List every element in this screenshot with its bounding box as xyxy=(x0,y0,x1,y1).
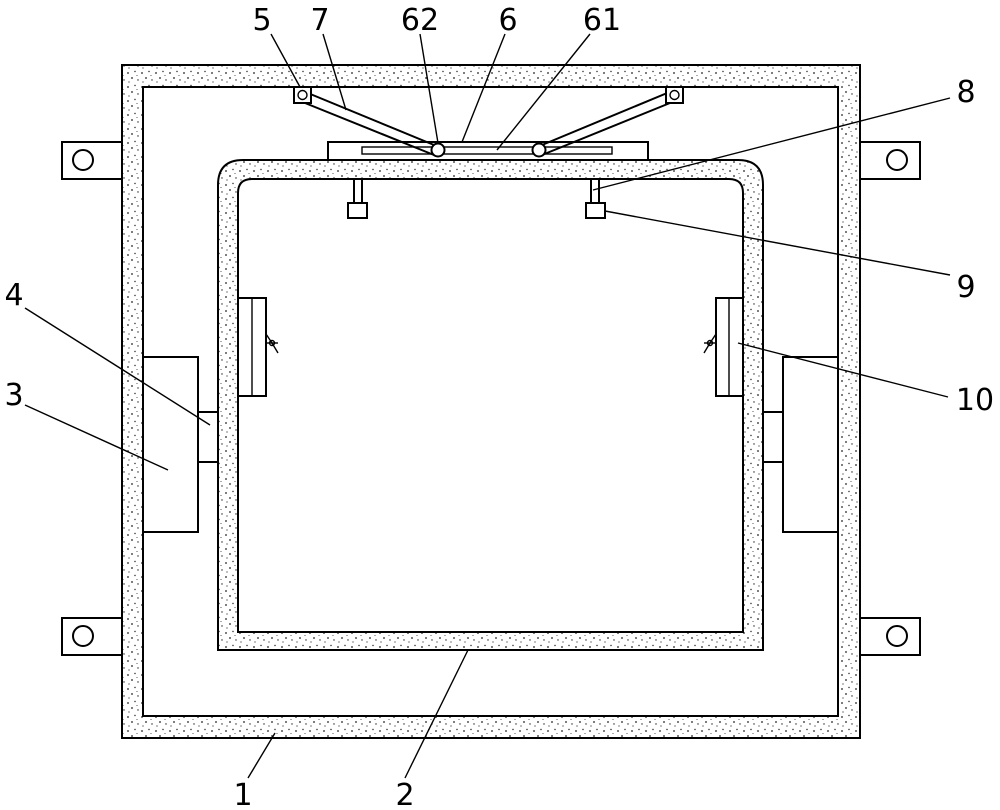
side-clamp-left xyxy=(237,297,267,397)
slide-rail xyxy=(361,146,613,155)
mounting-lug-bottom-right xyxy=(859,617,921,656)
slider-pivot-left xyxy=(430,142,446,158)
hanging-sensor-right xyxy=(585,178,606,219)
label-3: 3 xyxy=(4,378,23,413)
inner-housing xyxy=(217,159,764,651)
label-9: 9 xyxy=(956,270,975,305)
label-1: 1 xyxy=(233,778,252,810)
wing-screw-right xyxy=(703,333,717,354)
label-10: 10 xyxy=(956,383,994,418)
leader-8 xyxy=(592,97,951,191)
label-8: 8 xyxy=(956,75,975,110)
leader-5 xyxy=(270,33,301,88)
mounting-lug-bottom-left xyxy=(61,617,123,656)
leader-4 xyxy=(24,307,211,426)
leader-9 xyxy=(604,210,951,276)
leader-10 xyxy=(737,342,949,398)
hinge-bracket-left xyxy=(293,86,312,104)
linkage-arm-left xyxy=(302,90,435,156)
slider-pivot-right xyxy=(531,142,547,158)
wing-screw-left xyxy=(265,333,279,354)
label-62: 62 xyxy=(401,3,439,38)
linkage-arm-right xyxy=(541,90,673,156)
label-5: 5 xyxy=(252,3,271,38)
leader-1 xyxy=(247,732,276,779)
leader-61 xyxy=(496,33,591,151)
label-4: 4 xyxy=(4,278,23,313)
leader-2 xyxy=(404,649,469,779)
label-6: 6 xyxy=(498,3,517,38)
leader-7 xyxy=(322,33,347,111)
leader-6 xyxy=(461,33,506,143)
side-block-right xyxy=(782,356,839,533)
hinge-bracket-right xyxy=(665,86,684,104)
side-block-left xyxy=(142,356,199,533)
label-7: 7 xyxy=(310,3,329,38)
mounting-lug-top-right xyxy=(859,141,921,180)
label-2: 2 xyxy=(395,778,414,810)
hanging-sensor-left xyxy=(347,178,368,219)
leader-62 xyxy=(419,33,439,144)
leader-3 xyxy=(24,404,169,471)
mounting-lug-top-left xyxy=(61,141,123,180)
leader-lines xyxy=(24,33,951,779)
side-clamp-right xyxy=(715,297,744,397)
label-61: 61 xyxy=(583,3,621,38)
top-plate xyxy=(327,141,649,161)
